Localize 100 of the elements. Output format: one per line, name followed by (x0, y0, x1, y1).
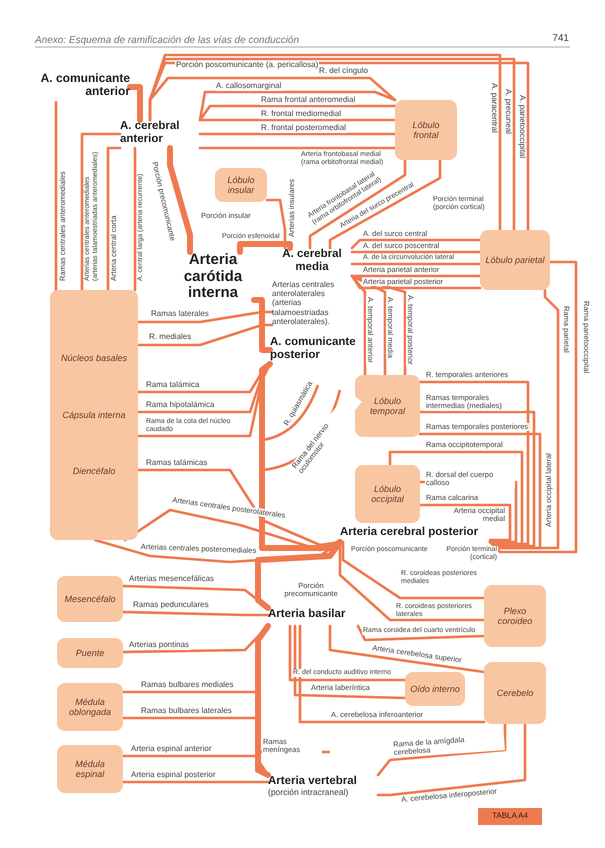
artery-branch (488, 260, 578, 554)
region-label: Lóbulo temporal (368, 396, 406, 416)
artery-name: A. comunicante posterior (270, 336, 357, 362)
region-label: Núcleos basales (60, 353, 128, 364)
region-label: Médula oblongada (68, 696, 112, 718)
artery-branch (356, 624, 486, 642)
artery-branch (198, 90, 396, 122)
edge-label: Arterias pontinas (128, 641, 190, 650)
artery-branch (54, 100, 58, 292)
artery-branch (298, 624, 486, 724)
artery-branch (418, 432, 542, 550)
region-box (395, 100, 457, 160)
edge-label: Rama frontal anteromedial (260, 96, 356, 105)
artery-name: A. comunicante anterior (40, 72, 130, 98)
artery-branch (388, 450, 524, 546)
region-box (57, 683, 123, 731)
region-label: Lóbulo parietal (485, 254, 545, 266)
artery-branch (80, 132, 122, 292)
artery-branch (266, 198, 286, 250)
edge-label: Ramas bulbares mediales (140, 681, 234, 690)
artery-branch (350, 238, 482, 250)
region-label: Lóbulo occipital (370, 484, 405, 504)
artery-branch (328, 624, 486, 674)
region-box (57, 638, 123, 668)
artery-branch (328, 158, 442, 250)
artery-branch (198, 146, 396, 150)
artery-branch (342, 540, 486, 600)
region-label: Lóbulo frontal (411, 120, 441, 140)
artery-branch (127, 84, 143, 123)
artery-name: A. cerebral anterior (120, 120, 180, 146)
region-label: Médula espinal (74, 758, 106, 780)
edge-label: R. del cíngulo (318, 67, 369, 76)
region-box (480, 230, 550, 290)
edge-label: Ramas pedunculares (132, 601, 210, 610)
artery-branch (294, 624, 406, 700)
artery-name: A. cerebral media (281, 248, 343, 274)
region-box (355, 375, 420, 437)
segment-label: Porción poscomunicante (a. pericallosa) (175, 61, 320, 70)
edge-label: Rama talámica (145, 381, 200, 390)
region-box (50, 290, 138, 540)
artery-branch (106, 146, 122, 292)
region-box (57, 576, 123, 622)
region-label: Oído interno (410, 684, 460, 694)
region-box (484, 662, 546, 724)
region-label: Mesencéfalo (64, 594, 116, 604)
artery-branch (308, 158, 406, 250)
edge-label: Ramas laterales (150, 310, 210, 319)
artery-name: Arteria basilar (268, 608, 346, 621)
artery-branch (350, 274, 366, 376)
region-box (355, 465, 420, 523)
artery-branch (122, 780, 270, 784)
edge-label: A. paracentral (489, 82, 498, 134)
region-box (405, 672, 465, 706)
region-label: Cerebelo (496, 688, 534, 698)
edge-label: Ramas talámicas (145, 459, 208, 468)
artery-name: Arteria carótida interna (182, 252, 244, 302)
edge-label: Arteria espinal anterior (130, 745, 212, 754)
artery-branch (418, 410, 536, 548)
edge-label: R. frontal mediomedial (260, 110, 342, 119)
artery-branch (134, 146, 136, 292)
page-header: Anexo: Esquema de ramificación de las vías de conducción (35, 34, 300, 48)
artery-name: (porción intracraneal) (268, 788, 350, 797)
edge-label: A. callosomarginal (215, 82, 282, 91)
artery-branch (288, 624, 406, 682)
artery-branch (122, 610, 270, 616)
artery-branch (198, 104, 396, 122)
edge-label: A. parietooccipital (517, 94, 526, 160)
edge-label: A. precuneal (503, 88, 512, 135)
edge-label: Ramas bulbares laterales (140, 707, 233, 716)
region-label: Lóbulo insular (226, 174, 256, 196)
artery-branch (136, 324, 274, 346)
artery-branch (255, 539, 343, 611)
artery-name: Arteria vertebral (268, 775, 358, 788)
artery-branch (251, 297, 273, 353)
region-box (215, 168, 267, 202)
artery-branch (237, 241, 293, 255)
artery-branch (148, 76, 396, 122)
edge-label: Arterias mesencefálicas (128, 575, 215, 584)
artery-branch (376, 722, 506, 776)
artery-branch (167, 145, 193, 255)
artery-branch (350, 262, 482, 266)
region-box (484, 585, 546, 647)
table-tag: TABLA A4 (478, 808, 542, 825)
artery-branch (136, 310, 274, 324)
artery-branch (350, 250, 482, 254)
edge-label: R. mediales (148, 333, 192, 342)
region-label: Diencéfalo (72, 466, 116, 477)
artery-branch (350, 274, 386, 376)
region-label: Puente (76, 648, 104, 658)
artery-branch (418, 380, 530, 546)
artery-branch (350, 274, 482, 278)
branch-note: Arterias centrales anterolaterales (arterias talamoestriadas anterolaterales). (272, 280, 336, 326)
region-label: Cápsula interna (62, 410, 126, 420)
region-box (57, 745, 123, 793)
edge-label: Rama hipotalámica (145, 401, 216, 410)
region-label: Plexo coroideo (496, 606, 534, 626)
artery-branch (198, 132, 396, 136)
artery-branch (418, 504, 512, 542)
edge-label: Arteria espinal posterior (130, 771, 216, 780)
artery-branch (376, 722, 526, 796)
